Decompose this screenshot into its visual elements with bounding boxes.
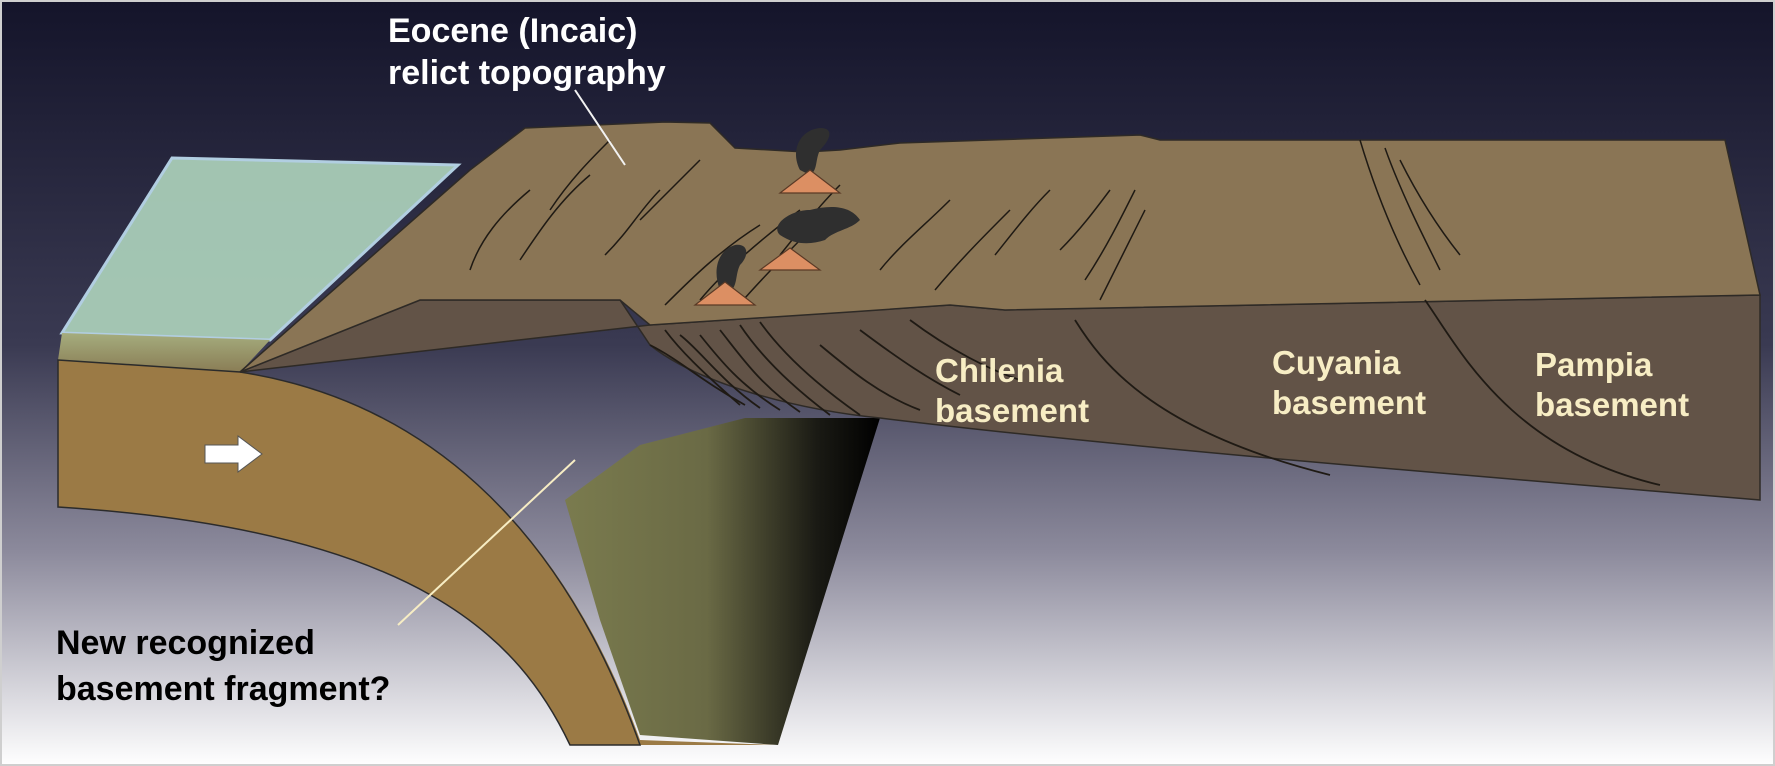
fragment-label-line1: New recognized bbox=[56, 624, 315, 662]
pampia-basement-label-line2: basement bbox=[1535, 386, 1689, 423]
basement-fault-lines bbox=[649, 299, 1661, 486]
slab-face-fill bbox=[57, 359, 642, 746]
subduction-arrow-icon bbox=[204, 435, 263, 473]
fragment-label-line2: basement fragment? bbox=[56, 670, 390, 708]
continental-basement bbox=[239, 294, 1761, 501]
volcanic-plume-2 bbox=[777, 207, 860, 244]
volcano-2 bbox=[758, 247, 822, 271]
oceanic-plate-top bbox=[58, 333, 270, 372]
volcanic-plumes bbox=[716, 128, 860, 292]
cuyania-basement-label-line2: basement bbox=[1272, 384, 1426, 421]
fragment-leader-line bbox=[397, 459, 576, 626]
slab-cross-section bbox=[565, 418, 880, 745]
relict-topography-label-line2: relict topography bbox=[388, 54, 666, 92]
volcanic-plume-3 bbox=[716, 244, 747, 292]
relict-leader-line bbox=[574, 89, 626, 166]
volcano-3 bbox=[693, 281, 757, 306]
topographic-surface bbox=[239, 121, 1761, 373]
chilenia-basement-label-line2: basement bbox=[935, 392, 1089, 429]
volcanic-plume-1 bbox=[796, 128, 830, 175]
chilenia-basement-label-line1: Chilenia bbox=[935, 352, 1064, 389]
pampia-basement-label-line1: Pampia bbox=[1535, 346, 1653, 383]
volcano-1 bbox=[778, 169, 842, 194]
relict-topography-label-line1: Eocene (Incaic) bbox=[388, 12, 637, 50]
cuyania-basement-label-line1: Cuyania bbox=[1272, 344, 1401, 381]
volcanoes bbox=[693, 169, 842, 306]
